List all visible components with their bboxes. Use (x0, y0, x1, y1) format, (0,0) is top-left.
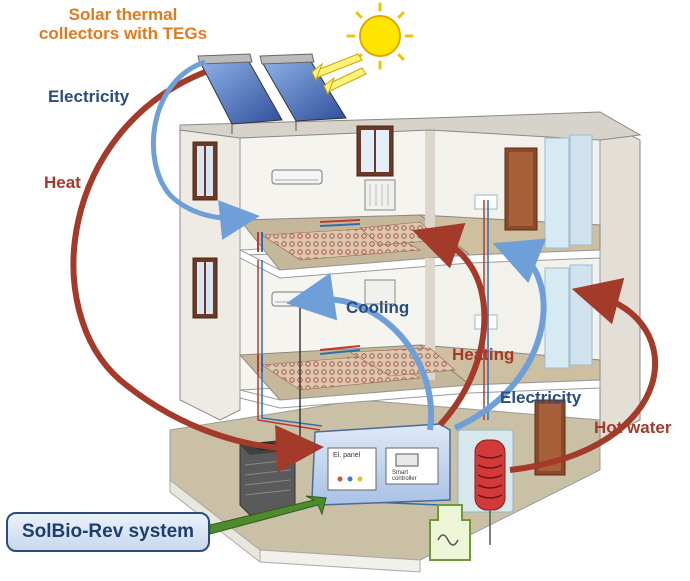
solar-collectors (197, 53, 347, 134)
heat-label: Heat (44, 173, 81, 192)
collectors-label: Solar thermal collectors with TEGs (38, 5, 208, 43)
hot-water-label: Hot water (594, 418, 672, 437)
sunlight-arrows (311, 53, 367, 96)
sun-icon (346, 2, 414, 70)
inverter-box (429, 504, 471, 561)
heating-label: Heating (452, 345, 515, 364)
outdoor-unit (239, 439, 296, 516)
system-label: SolBio-Rev system (6, 512, 210, 552)
electricity-label-right: Electricity (500, 388, 582, 407)
flow-arrows (70, 59, 659, 535)
smart-controller-label: Smart controller (392, 470, 417, 482)
windows (192, 125, 394, 319)
control-box (311, 423, 451, 506)
el-panel-label: El. panel (333, 452, 361, 459)
electricity-label-top: Electricity (48, 87, 130, 106)
collectors-label-line1: Solar thermal (68, 5, 178, 24)
cooling-label: Cooling (346, 298, 410, 317)
collectors-label-line2: collectors with TEGs (38, 23, 208, 43)
